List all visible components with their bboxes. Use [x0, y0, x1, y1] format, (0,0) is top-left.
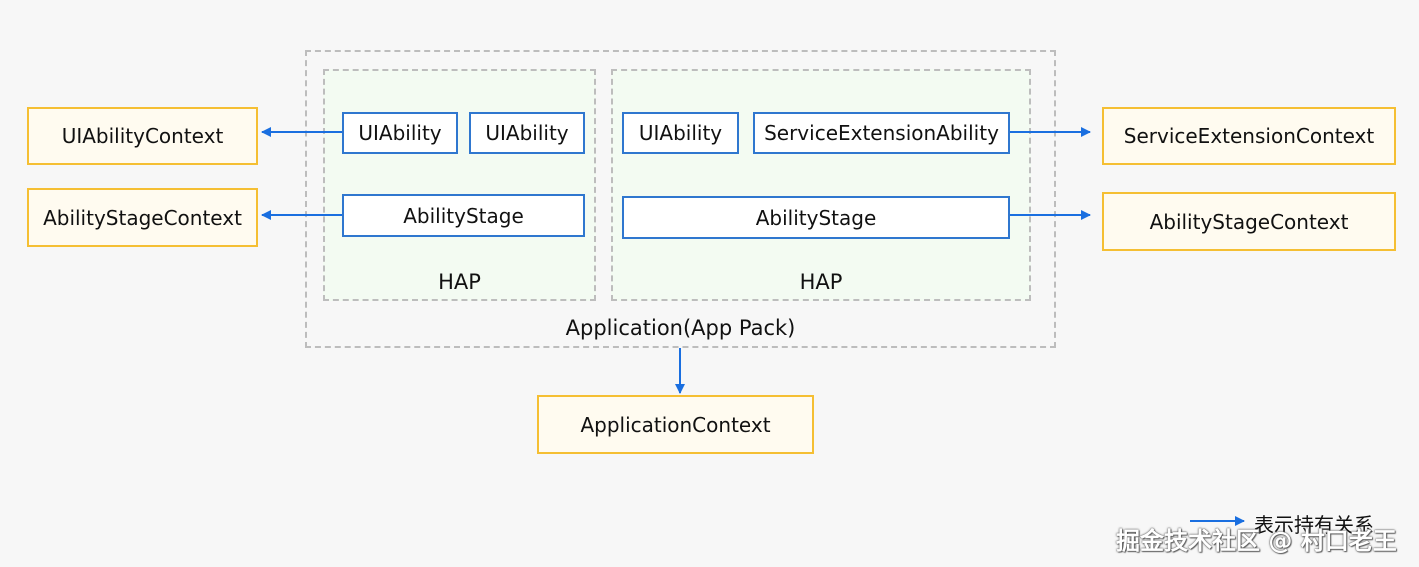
right-ability-stage-context-box: AbilityStageContext: [1102, 192, 1396, 251]
application-container: [305, 50, 1056, 348]
service-extension-context-box: ServiceExtensionContext: [1102, 107, 1396, 165]
hap2-label: HAP: [799, 270, 843, 294]
left-ability-stage-context-box: AbilityStageContext: [27, 188, 258, 247]
hap2-service-extension-ability: ServiceExtensionAbility: [753, 112, 1010, 154]
application-context-box: ApplicationContext: [537, 395, 814, 454]
hap-container-1: [323, 69, 596, 301]
watermark-text: 掘金技术社区 @ 村口老王: [1116, 527, 1397, 555]
legend-label: 表示持有关系: [1254, 513, 1374, 537]
hap1-ability-stage: AbilityStage: [342, 194, 585, 237]
hap-container-2: [611, 69, 1031, 301]
uiability-context-box: UIAbilityContext: [27, 107, 258, 165]
hap1-uiability-2: UIAbility: [469, 112, 585, 154]
hap1-label: HAP: [438, 270, 481, 294]
hap2-ability-stage: AbilityStage: [622, 196, 1010, 239]
hap1-uiability-1: UIAbility: [342, 112, 458, 154]
application-label: Application(App Pack): [565, 316, 796, 340]
hap2-uiability: UIAbility: [622, 112, 739, 154]
